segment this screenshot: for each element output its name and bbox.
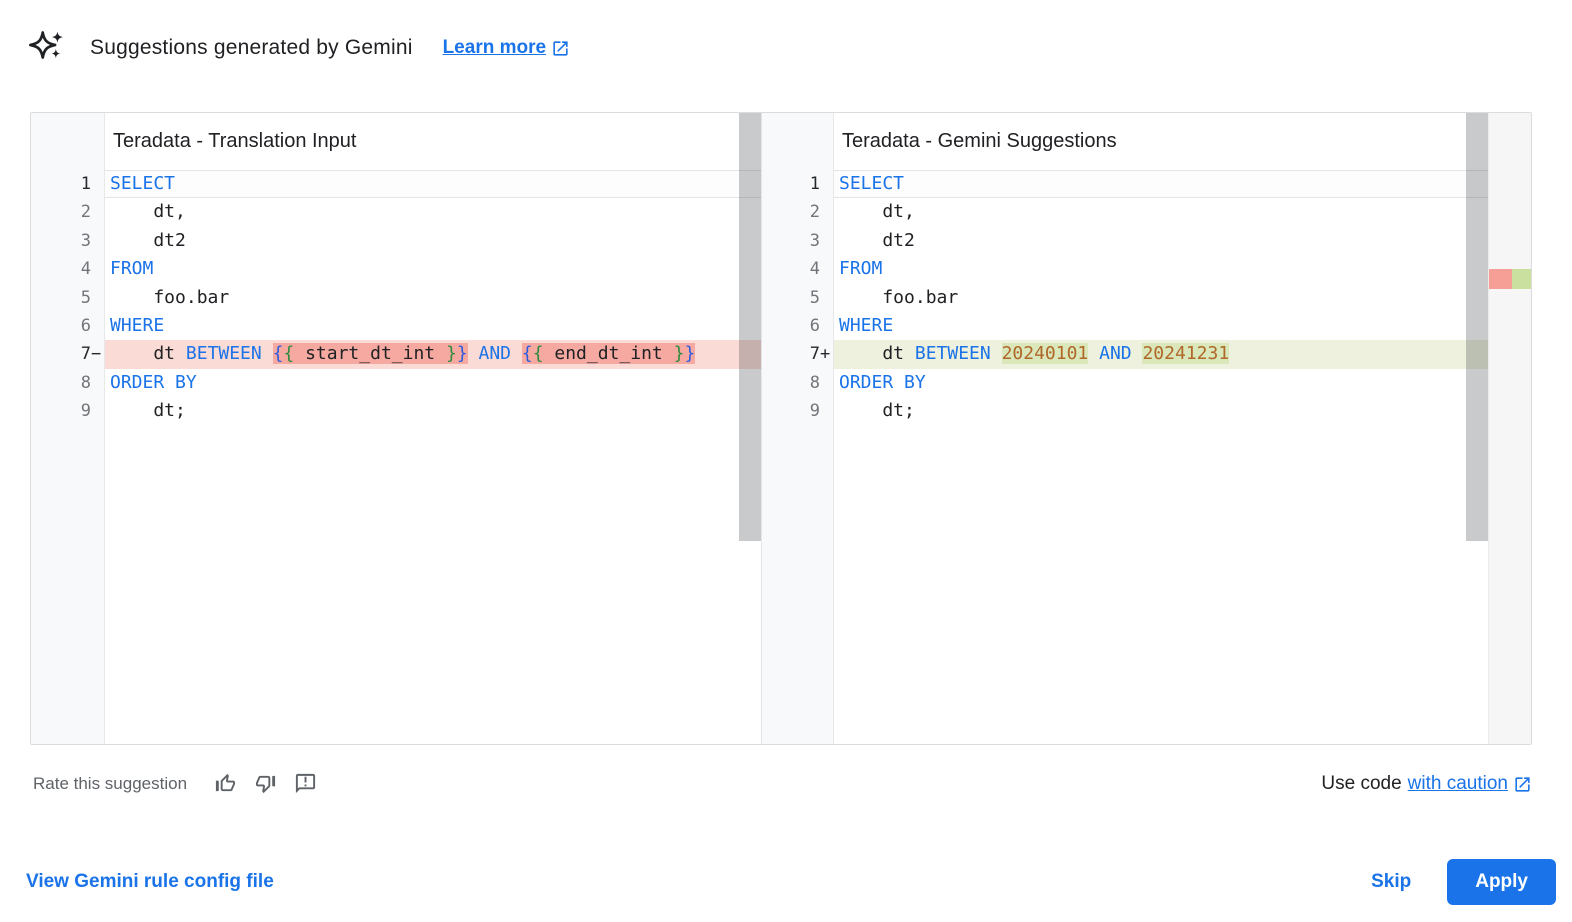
line-number: 6: [809, 315, 820, 336]
learn-more-label: Learn more: [442, 37, 547, 58]
line-number: 8: [80, 372, 91, 393]
code-line[interactable]: WHERE: [839, 314, 894, 336]
external-link-icon: [1515, 776, 1530, 792]
code-line[interactable]: dt,: [839, 201, 915, 223]
thumb-down-button[interactable]: [253, 772, 277, 796]
line-number: 6: [80, 315, 91, 336]
code-area[interactable]: Teradata - Translation Input SELECT dt, …: [105, 113, 761, 744]
code-line[interactable]: FROM: [110, 258, 154, 280]
translation-input-editor: 1 2 3 4 5 6 7− 8 9 Teradata - Translation Input …: [31, 113, 762, 744]
diff-container: 1 2 3 4 5 6 7− 8 9 Teradata - Translation Input …: [30, 112, 1532, 745]
line-number: 7−: [80, 344, 102, 365]
use-code-caution: Use code with caution: [1321, 773, 1532, 795]
editor-header: Teradata - Translation Input: [105, 113, 761, 170]
code-line[interactable]: dt,: [110, 201, 186, 223]
line-number: 2: [80, 202, 91, 223]
action-buttons: Skip Apply: [1371, 859, 1556, 905]
line-number: 9: [809, 401, 820, 422]
code-line[interactable]: WHERE: [110, 314, 165, 336]
editor-header: Teradata - Gemini Suggestions: [834, 113, 1488, 170]
code-line[interactable]: foo.bar: [110, 286, 230, 308]
line-number: 4: [80, 259, 91, 280]
diff-overview-marks: [1489, 269, 1531, 289]
code-line[interactable]: dt2: [110, 229, 186, 251]
thumb-up-button[interactable]: [213, 772, 237, 796]
gemini-sparkle-icon: [29, 31, 63, 59]
feedback-icon: [295, 773, 315, 794]
code-line[interactable]: dt;: [110, 400, 186, 422]
line-number: 7+: [809, 344, 831, 365]
code-line[interactable]: dt2: [839, 229, 915, 251]
line-number: 1: [809, 174, 820, 194]
report-feedback-button[interactable]: [293, 772, 317, 796]
thumb-down-icon: [255, 775, 275, 794]
code-line[interactable]: FROM: [839, 258, 883, 280]
rate-label: Rate this suggestion: [33, 774, 188, 793]
code-line[interactable]: SELECT: [834, 170, 1488, 199]
panel-header: Suggestions generated by Gemini Learn mo…: [28, 26, 570, 70]
with-caution-link[interactable]: with caution: [1408, 773, 1532, 795]
rate-suggestion-group: Rate this suggestion: [33, 772, 333, 796]
line-number: 3: [80, 230, 91, 251]
use-code-text: Use code: [1321, 773, 1402, 794]
line-number: 2: [809, 202, 820, 223]
external-link-icon: [553, 40, 568, 56]
line-number: 8: [809, 372, 820, 393]
removed-change-mark: [1489, 269, 1512, 289]
line-number: 4: [809, 259, 820, 280]
code-line[interactable]: dt;: [839, 400, 915, 422]
added-change-mark: [1512, 269, 1531, 289]
page-title: Suggestions generated by Gemini: [90, 36, 413, 59]
gemini-suggestions-editor: 1 2 3 4 5 6 7+ 8 9 Teradata - Gemini Suggestions…: [762, 113, 1531, 744]
apply-button[interactable]: Apply: [1447, 859, 1556, 905]
feedback-bar: Rate this suggestion Use code with cauti: [33, 762, 1532, 806]
vertical-scrollbar[interactable]: [739, 113, 761, 541]
code-line[interactable]: ORDER BY: [839, 371, 926, 393]
skip-button[interactable]: Skip: [1371, 871, 1412, 892]
line-number: 5: [80, 287, 91, 308]
line-number: 1: [80, 174, 91, 194]
overview-ruler: [1488, 113, 1531, 744]
vertical-scrollbar[interactable]: [1466, 113, 1488, 541]
code-line[interactable]: dt BETWEEN {{ start_dt_int }} AND {{ end…: [105, 340, 761, 369]
thumb-up-icon: [215, 773, 235, 792]
view-rule-config-link[interactable]: View Gemini rule config file: [26, 871, 274, 892]
code-area[interactable]: Teradata - Gemini Suggestions SELECT dt,…: [834, 113, 1488, 744]
line-number: 5: [809, 287, 820, 308]
code-line[interactable]: foo.bar: [839, 286, 959, 308]
editor-title: Teradata - Gemini Suggestions: [842, 130, 1117, 152]
with-caution-label: with caution: [1407, 773, 1508, 794]
learn-more-link[interactable]: Learn more: [443, 37, 570, 59]
code-line[interactable]: SELECT: [105, 170, 761, 199]
line-number: 3: [809, 230, 820, 251]
line-number-gutter: 1 2 3 4 5 6 7− 8 9: [31, 113, 105, 744]
code-line[interactable]: ORDER BY: [110, 371, 197, 393]
actions-bar: View Gemini rule config file Skip Apply: [26, 856, 1556, 908]
line-number: 9: [80, 401, 91, 422]
code-line[interactable]: dt BETWEEN 20240101 AND 20241231: [834, 340, 1488, 369]
editor-title: Teradata - Translation Input: [113, 130, 357, 152]
line-number-gutter: 1 2 3 4 5 6 7+ 8 9: [762, 113, 834, 744]
